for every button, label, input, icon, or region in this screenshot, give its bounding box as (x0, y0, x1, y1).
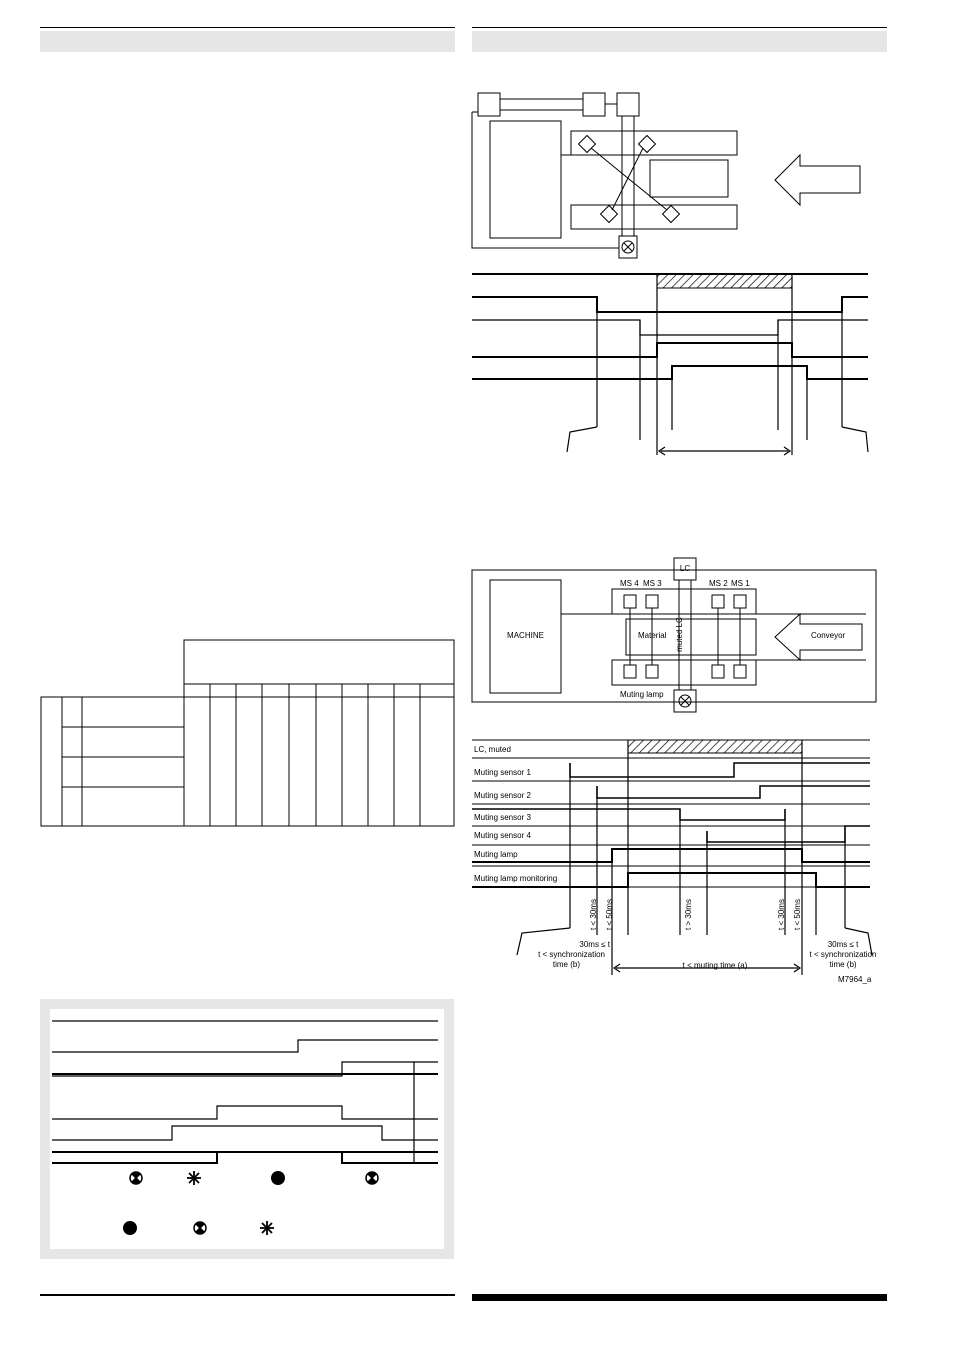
t-lt-30-right: t < 30ms (776, 899, 786, 930)
machine-label: MACHINE (507, 631, 544, 640)
figure-id: M7964_a (838, 975, 872, 984)
t-gt-30: t > 30ms (683, 899, 693, 930)
lamp-flash-icon (187, 1171, 201, 1185)
conveyor-label: Conveyor (811, 631, 846, 640)
t-lt-50-right: t < 50ms (792, 899, 802, 930)
ms2-label: MS 2 (709, 579, 728, 588)
lamp-on-icon (123, 1221, 137, 1235)
right-footer-rule (472, 1294, 887, 1301)
left-footer-rule (40, 1294, 455, 1296)
right-header-bar (472, 31, 887, 52)
t-lt-50-left: t < 50ms (604, 899, 614, 930)
timing-label-lamp-monitoring: Muting lamp monitoring (474, 874, 558, 883)
sync-note-left-3: time (b) (552, 960, 580, 969)
timing-label-ms3: Muting sensor 3 (474, 813, 531, 822)
sync-note-left-1: 30ms ≤ t (579, 940, 610, 949)
sync-note-left-2: t < synchronization (538, 950, 605, 959)
ms1-label: MS 1 (731, 579, 750, 588)
ms4-label: MS 4 (620, 579, 639, 588)
material-label: Material (638, 631, 667, 640)
timing-label-ms1: Muting sensor 1 (474, 768, 531, 777)
lamp-cross-icon (129, 1171, 143, 1185)
timing-label-muting-lamp: Muting lamp (474, 850, 518, 859)
muting-time-label: t < muting time (a) (682, 961, 748, 970)
timing-label-lc-muted: LC, muted (474, 745, 511, 754)
lamp-flash-icon (260, 1221, 274, 1235)
sync-note-right-1: 30ms ≤ t (827, 940, 859, 949)
t-lt-30-left: t < 30ms (588, 899, 598, 930)
lc-label: LC (679, 564, 691, 573)
left-header-bar (40, 31, 455, 52)
sync-note-right-2: t < synchronization (809, 950, 877, 959)
timing-label-ms2: Muting sensor 2 (474, 791, 531, 800)
lamp-on-icon (271, 1171, 285, 1185)
right-header-rule (472, 27, 887, 28)
ms3-label: MS 3 (643, 579, 662, 588)
sync-note-right-3: time (b) (829, 960, 857, 969)
lamp-cross-icon (193, 1221, 207, 1235)
muting-lamp-label: Muting lamp (620, 690, 664, 699)
lamp-cross-icon (365, 1171, 379, 1185)
legend-panel-inner (50, 1009, 444, 1249)
timing-label-ms4: Muting sensor 4 (474, 831, 531, 840)
left-header-rule (40, 27, 455, 28)
